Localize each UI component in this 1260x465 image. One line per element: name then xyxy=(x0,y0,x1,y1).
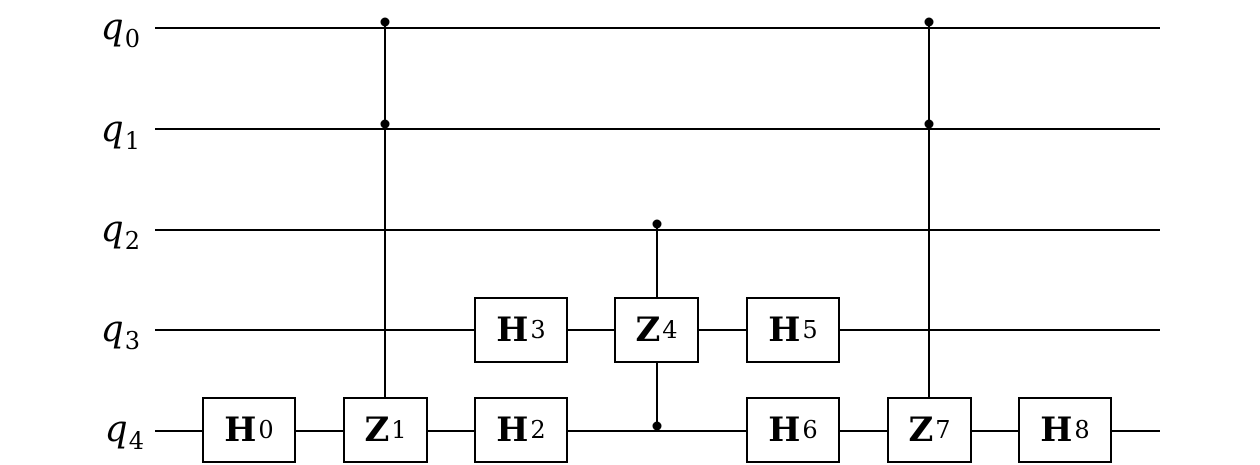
control-dot-z7-q0 xyxy=(924,17,934,27)
control-dot-z1-q1 xyxy=(380,119,390,129)
qubit-label-q2: q2 xyxy=(100,209,140,256)
control-dot-z1-q0 xyxy=(380,17,390,27)
qubit-label-q1: q1 xyxy=(100,109,140,156)
control-dot-z4-q2 xyxy=(652,219,662,229)
qubit-label-q0: q0 xyxy=(100,7,140,54)
control-dot-z7-q1 xyxy=(924,119,934,129)
control-dot-z4-q4 xyxy=(652,421,662,431)
qubit-label-q4: q4 xyxy=(104,409,144,456)
qubit-label-q3: q3 xyxy=(100,309,140,356)
